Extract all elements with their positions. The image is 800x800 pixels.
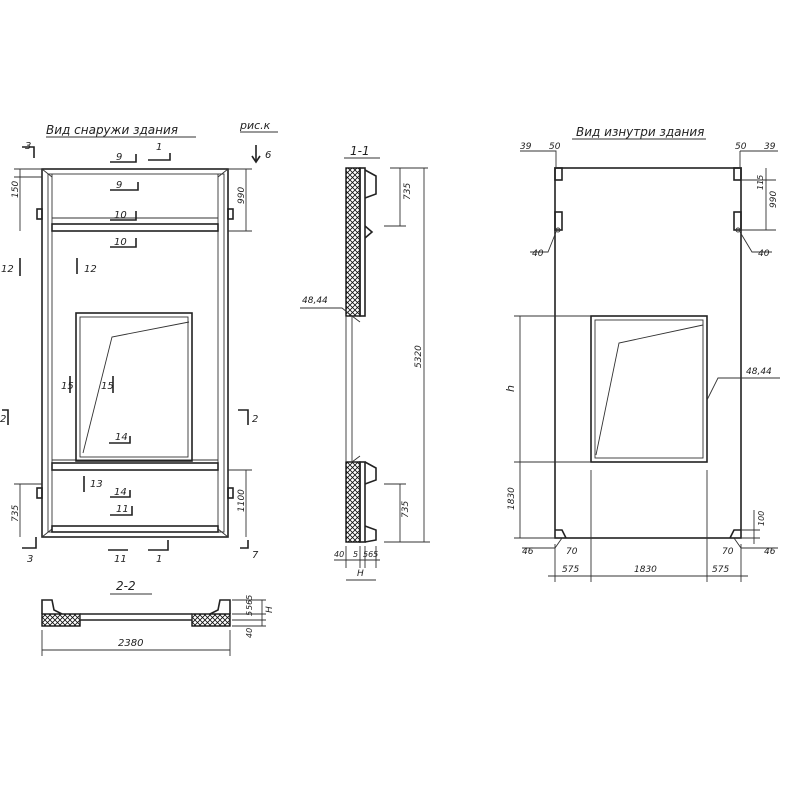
dim-990: 990: [237, 187, 247, 204]
dim-990-inside: 990: [769, 191, 779, 208]
figure-ref-label: рис.к: [239, 119, 271, 132]
dim-575-right: 575: [712, 565, 729, 575]
dim-735-top: 735: [403, 183, 413, 200]
section-2-2: 2-2 H 40 5 565 2380: [41, 579, 275, 656]
dim-46-right: 46: [764, 547, 776, 557]
section-1-1-hatched-top: [345, 167, 361, 317]
marker-3-bottom: 3: [27, 554, 33, 565]
dim-575-left: 575: [562, 565, 579, 575]
label-48-44-right: 48,44: [746, 367, 772, 377]
dim-1830-horizontal: 1830: [634, 565, 657, 575]
marker-3-top: 3: [25, 141, 31, 152]
dim-H: H: [357, 569, 364, 579]
marker-12-left: 12: [1, 264, 14, 275]
section-2-2-title: 2-2: [116, 579, 136, 593]
dim-39-right: 39: [764, 142, 776, 152]
label-48-44-left: 48,44: [302, 296, 328, 306]
outside-window-opening: [75, 312, 193, 462]
marker-11: 11: [116, 504, 129, 515]
marker-15-right: 15: [101, 381, 114, 392]
dim-40-left: 40: [532, 249, 544, 259]
outside-view: Вид снаружи здания рис.к 3: [0, 119, 278, 565]
marker-1-top: 1: [156, 142, 162, 153]
dim-40-right: 40: [758, 249, 770, 259]
dim-40: 40: [334, 550, 344, 559]
section-2-2-hatched-left: [41, 613, 81, 627]
marker-10b: 10: [114, 237, 127, 248]
inside-window-opening: [590, 315, 708, 463]
marker-10: 10: [114, 210, 127, 221]
dim-2-2-5: 5: [245, 611, 254, 616]
marker-14: 14: [115, 432, 128, 443]
marker-9b: 9: [116, 180, 122, 191]
marker-2-right: 2: [252, 414, 258, 425]
dim-46-left: 46: [522, 547, 534, 557]
dim-2-2-H: H: [265, 606, 275, 613]
dim-1830-vertical: 1830: [507, 487, 517, 510]
marker-15-left: 15: [61, 381, 74, 392]
dim-2-2-565: 565: [245, 595, 254, 610]
marker-11-bottom: 11: [114, 554, 127, 565]
dim-735-bottom: 735: [401, 501, 411, 518]
marker-13: 13: [90, 479, 103, 490]
dim-565: 565: [363, 550, 378, 559]
marker-1-bottom: 1: [156, 554, 162, 565]
dim-5: 5: [353, 550, 358, 559]
marker-9: 9: [116, 152, 122, 163]
section-1-1-hatched-bottom: [345, 461, 361, 543]
dim-70-right: 70: [722, 547, 734, 557]
marker-12-right: 12: [84, 264, 97, 275]
upper-rib: [51, 223, 219, 232]
marker-14b: 14: [114, 487, 127, 498]
dim-735: 735: [11, 505, 21, 522]
marker-6: 6: [265, 150, 271, 161]
lower-rib: [51, 462, 219, 471]
dim-50-left: 50: [549, 142, 561, 152]
marker-7: 7: [252, 550, 259, 561]
section-2-2-hatched-right: [191, 613, 231, 627]
inside-panel-outline: [554, 167, 742, 539]
dim-1100: 1100: [237, 489, 247, 512]
section-1-1-title: 1-1: [350, 144, 370, 158]
dim-2-2-40: 40: [245, 628, 254, 638]
inside-view-title: Вид изнутри здания: [576, 125, 704, 139]
dim-150: 150: [11, 181, 21, 198]
outside-view-title: Вид снаружи здания: [46, 123, 178, 137]
dim-100: 100: [757, 511, 766, 526]
dim-115: 115: [756, 175, 765, 190]
marker-2-left: 2: [0, 414, 6, 425]
dim-5320: 5320: [414, 345, 424, 368]
inside-view: Вид изнутри здания 39 50 50 39 115 990 4…: [504, 125, 780, 582]
dim-2380: 2380: [118, 638, 143, 649]
outside-panel-outline: [41, 168, 229, 538]
dim-39-left: 39: [520, 142, 532, 152]
dim-h: h: [504, 385, 517, 392]
dim-70-left: 70: [566, 547, 578, 557]
section-1-1: 1-1 735 5320 735 48,44 40 5 565 H: [300, 144, 430, 581]
dim-50-right: 50: [735, 142, 747, 152]
